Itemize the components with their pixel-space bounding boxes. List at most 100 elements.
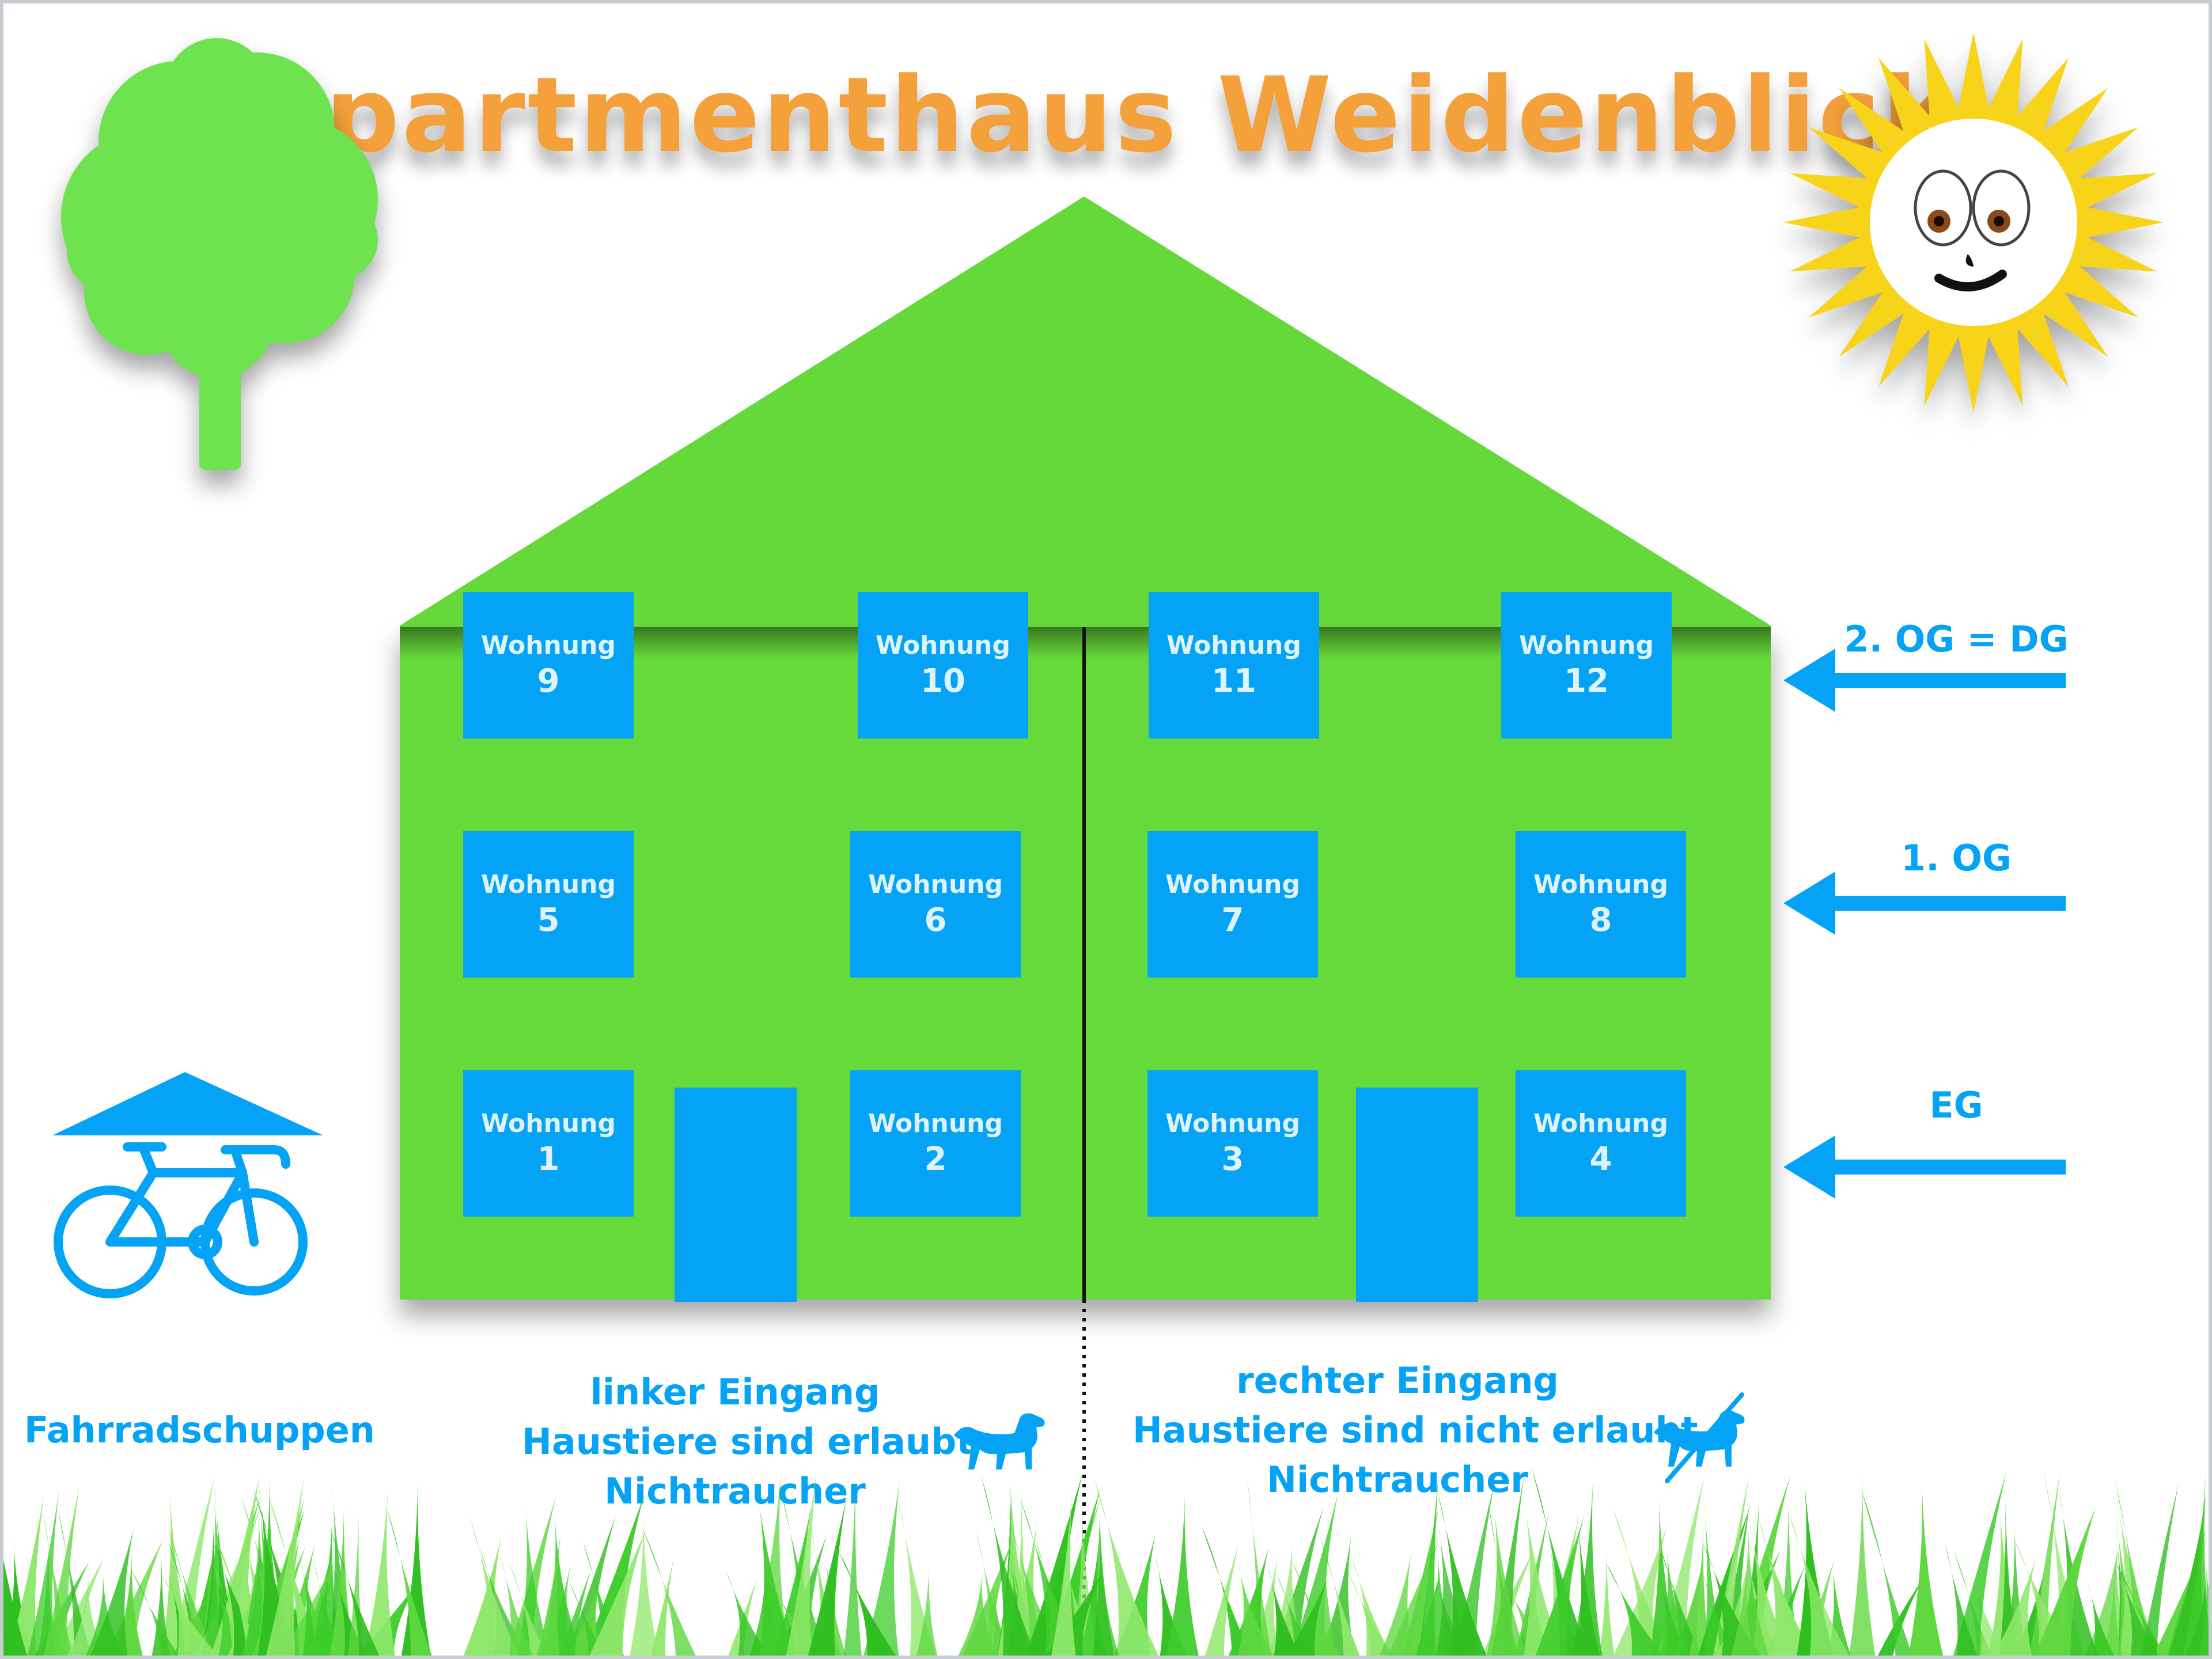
grass-blade bbox=[1605, 1562, 1664, 1656]
grass-blade bbox=[499, 1553, 533, 1656]
grass-blade bbox=[1486, 1498, 1527, 1656]
grass-blade bbox=[2114, 1561, 2165, 1656]
window-label: Wohnung bbox=[1533, 869, 1668, 899]
bicycle-icon bbox=[54, 1142, 308, 1298]
grass-blade bbox=[1861, 1488, 1912, 1656]
window-number: 11 bbox=[1211, 662, 1256, 700]
grass-blade bbox=[302, 1563, 320, 1656]
grass-blade bbox=[1020, 1499, 1082, 1656]
grass-blade bbox=[2115, 1522, 2134, 1656]
grass-blade bbox=[1969, 1570, 2005, 1656]
grass-blade bbox=[1787, 1510, 1849, 1656]
grass-blade bbox=[1797, 1468, 1834, 1656]
grass-blade bbox=[213, 1531, 262, 1656]
arrow-left-icon bbox=[1783, 872, 2066, 935]
window-number: 4 bbox=[1589, 1140, 1612, 1178]
grass-blade bbox=[2035, 1506, 2096, 1656]
grass-blade bbox=[1318, 1525, 1336, 1656]
window-label: Wohnung bbox=[1165, 869, 1300, 899]
grass-blade bbox=[1730, 1525, 1769, 1656]
grass-blade bbox=[808, 1497, 847, 1656]
grass-blade bbox=[1092, 1504, 1115, 1656]
grass-blade bbox=[650, 1558, 674, 1656]
grass-blade bbox=[1350, 1552, 1392, 1656]
window-label: Wohnung bbox=[876, 630, 1010, 660]
grass-blade bbox=[567, 1515, 616, 1656]
grass-blade bbox=[569, 1581, 605, 1656]
floor-label-og1: 1. OG bbox=[1901, 837, 2012, 879]
grass-blade bbox=[1877, 1578, 1923, 1656]
grass-blade bbox=[1435, 1523, 1474, 1656]
grass-blade bbox=[2199, 1556, 2209, 1656]
left-entrance-info: linker Eingang Haustiere sind erlaubt Ni… bbox=[522, 1368, 974, 1516]
grass-blade bbox=[213, 1574, 252, 1656]
grass-blade bbox=[364, 1490, 395, 1656]
grass-blade bbox=[863, 1481, 900, 1656]
grass-blade bbox=[764, 1572, 819, 1656]
grass-blade bbox=[1599, 1545, 1615, 1656]
grass-blade bbox=[90, 1528, 134, 1656]
door-left[interactable] bbox=[675, 1088, 797, 1302]
grass-blade bbox=[1703, 1492, 1723, 1656]
title-text: Apartmenthaus Weidenblick bbox=[243, 55, 1953, 176]
grass-blade bbox=[559, 1570, 591, 1656]
grass-blade bbox=[898, 1498, 936, 1656]
grass-blade bbox=[1649, 1491, 1678, 1656]
grass-blade bbox=[266, 1476, 305, 1656]
grass-blade bbox=[2088, 1581, 2114, 1656]
grass-blade bbox=[3, 1560, 27, 1656]
grass-blade bbox=[331, 1565, 366, 1656]
grass-blade bbox=[1849, 1472, 1876, 1656]
window-label: Wohnung bbox=[1165, 1108, 1300, 1138]
grass-blade bbox=[981, 1475, 1036, 1656]
grass-blade bbox=[1689, 1525, 1711, 1656]
grass-blade bbox=[1535, 1515, 1585, 1656]
grass-blade bbox=[786, 1471, 817, 1656]
window-label: Wohnung bbox=[481, 1108, 616, 1138]
grass-blade bbox=[1772, 1566, 1796, 1656]
grass-blade bbox=[387, 1507, 432, 1656]
grass-blade bbox=[1114, 1534, 1156, 1656]
grass-blade bbox=[1659, 1542, 1691, 1656]
right-entrance-info: rechter Eingang Haustiere sind nicht erl… bbox=[1132, 1356, 1698, 1505]
window-number: 12 bbox=[1564, 662, 1609, 700]
grass-blade bbox=[725, 1570, 769, 1656]
grass-blade bbox=[1045, 1572, 1103, 1656]
grass-blade bbox=[642, 1527, 696, 1656]
grass-blade bbox=[1165, 1494, 1199, 1656]
grass-blade bbox=[1237, 1560, 1273, 1656]
grass-blade bbox=[976, 1531, 1010, 1656]
window-number: 10 bbox=[921, 662, 965, 700]
grass-blade bbox=[1277, 1574, 1315, 1656]
grass-blade bbox=[843, 1474, 862, 1656]
page-title: Apartmenthaus Weidenblick bbox=[3, 55, 2209, 176]
right-entrance-line-3: Nichtraucher bbox=[1267, 1459, 1528, 1501]
shed-roof bbox=[52, 1072, 323, 1135]
grass-blade bbox=[1291, 1559, 1341, 1656]
grass-blade bbox=[838, 1550, 896, 1656]
grass-blade bbox=[331, 1532, 380, 1656]
grass-blade bbox=[328, 1482, 355, 1656]
door-right[interactable] bbox=[1356, 1088, 1478, 1302]
grass-blade bbox=[1953, 1472, 2006, 1656]
grass-blade bbox=[1908, 1480, 1944, 1656]
window-number: 6 bbox=[924, 901, 947, 939]
grass-blade bbox=[313, 1561, 342, 1656]
window-number: 8 bbox=[1589, 901, 1612, 939]
grass-blade bbox=[151, 1556, 170, 1656]
grass-blade bbox=[1993, 1559, 2036, 1656]
tree-icon bbox=[61, 38, 378, 470]
